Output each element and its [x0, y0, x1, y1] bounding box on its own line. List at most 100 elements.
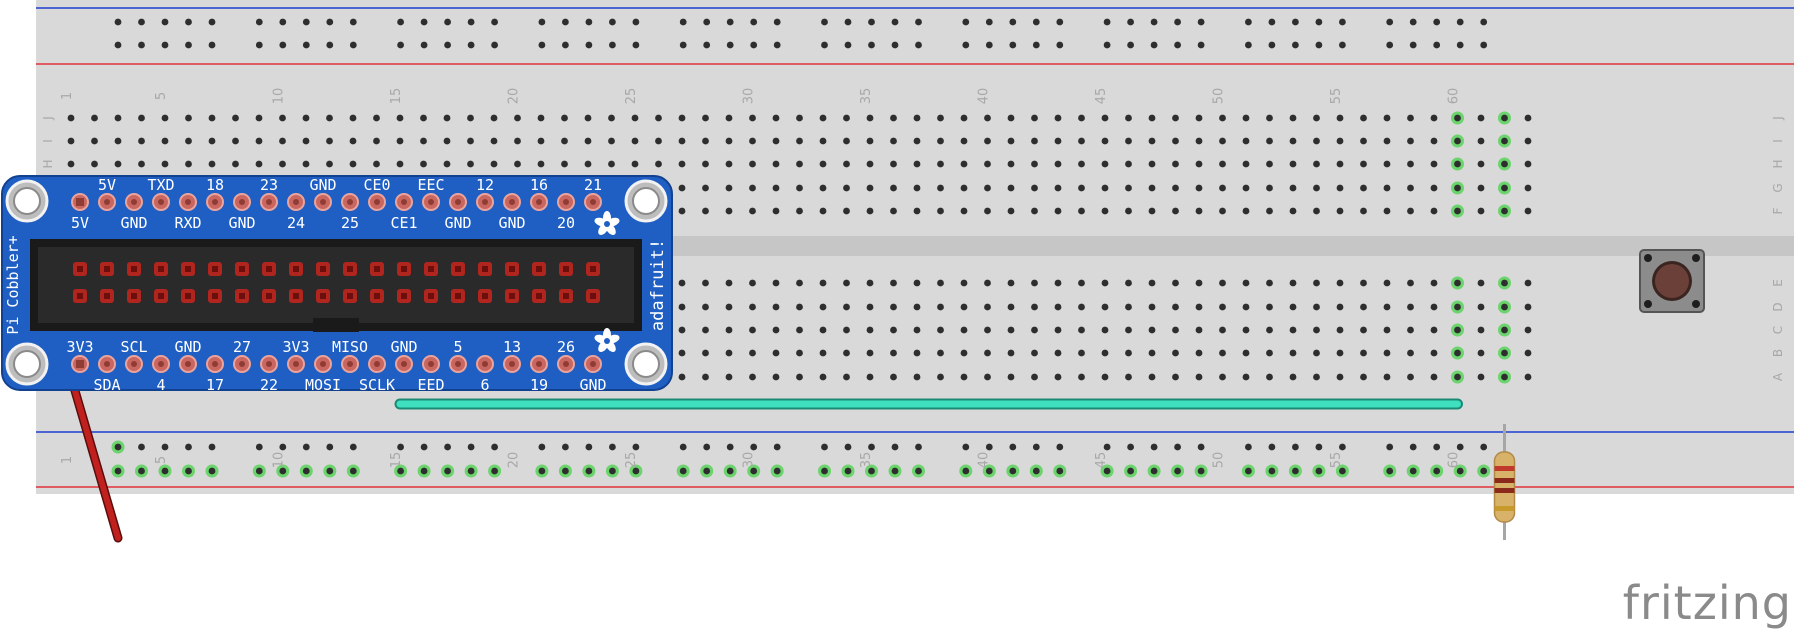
cobbler-pin-label: CE0	[363, 176, 390, 194]
breadboard-hole	[1266, 160, 1273, 168]
breadboard-hole	[960, 349, 968, 357]
breadboard-hole	[1195, 137, 1203, 145]
column-number: 55	[1329, 452, 1344, 469]
breadboard-hole	[678, 160, 686, 168]
rail-hole	[349, 443, 357, 451]
breadboard-hole	[467, 114, 474, 122]
breadboard-hole	[960, 303, 968, 311]
rail-hole	[703, 467, 711, 475]
breadboard-hole	[1078, 184, 1085, 192]
rail-hole	[1197, 18, 1205, 26]
breadboard-hole	[960, 279, 968, 287]
cobbler-pad-hole	[347, 361, 353, 367]
rail-hole	[538, 18, 546, 26]
breadboard-hole	[1289, 373, 1297, 381]
breadboard-hole	[913, 184, 921, 192]
column-number: 45	[1094, 88, 1109, 105]
breadboard-hole	[302, 137, 310, 145]
header-pin-core	[239, 293, 245, 299]
cobbler-pin-label: 20	[557, 214, 575, 232]
breadboard-hole	[1054, 303, 1062, 311]
rail-hole	[538, 41, 546, 49]
breadboard-hole	[373, 160, 380, 168]
row-label: I	[1771, 139, 1785, 143]
breadboard-hole	[1125, 184, 1132, 192]
breadboard-hole	[443, 114, 451, 122]
cobbler-pad-hole	[212, 199, 218, 205]
rail-hole	[420, 18, 428, 26]
breadboard-hole	[1477, 137, 1485, 145]
rail-hole	[349, 41, 357, 49]
breadboard-hole	[749, 137, 756, 145]
breadboard-hole	[1289, 326, 1297, 334]
breadboard-hole	[749, 303, 756, 311]
header-pin-core	[401, 293, 407, 299]
header-pin-core	[482, 293, 488, 299]
breadboard-hole	[1172, 326, 1179, 334]
breadboard-hole	[960, 160, 968, 168]
breadboard-hole	[1336, 114, 1344, 122]
cobbler-pin-label: 19	[530, 376, 548, 394]
header-pin-core	[266, 293, 272, 299]
cobbler-pin-label: GND	[498, 214, 525, 232]
rail-hole	[1409, 443, 1417, 451]
breadboard-hole	[772, 184, 780, 192]
header-pin-core	[536, 293, 542, 299]
rail-hole	[161, 41, 169, 49]
breadboard-hole	[1195, 184, 1203, 192]
column-number: 1	[60, 92, 75, 100]
rail-hole	[1386, 18, 1394, 26]
breadboard-hole	[702, 137, 709, 145]
breadboard-hole	[749, 114, 756, 122]
breadboard-hole	[1195, 114, 1203, 122]
breadboard-hole	[796, 160, 803, 168]
breadboard-hole	[1172, 160, 1179, 168]
breadboard-hole	[631, 160, 639, 168]
breadboard-hole	[67, 160, 75, 168]
breadboard-hole	[1501, 303, 1508, 311]
breadboard-hole	[326, 160, 333, 168]
breadboard-hole	[114, 160, 122, 168]
rail-hole	[562, 41, 569, 49]
breadboard-hole	[1266, 207, 1273, 215]
breadboard-hole	[138, 160, 145, 168]
breadboard-hole	[1477, 207, 1485, 215]
breadboard-hole	[1125, 207, 1132, 215]
breadboard-hole	[1266, 303, 1273, 311]
breadboard-hole	[819, 326, 827, 334]
rail-hole	[726, 18, 734, 26]
rail-hole	[1103, 467, 1111, 475]
breadboard-hole	[161, 137, 169, 145]
breadboard-hole	[1524, 160, 1532, 168]
breadboard-hole	[1195, 279, 1203, 287]
rail-hole	[326, 41, 334, 49]
breadboard-hole	[796, 349, 803, 357]
breadboard-hole	[1148, 373, 1156, 381]
breadboard-hole	[1007, 279, 1015, 287]
header-pin-core	[347, 266, 353, 272]
rail-hole	[185, 467, 192, 475]
breadboard-hole	[796, 114, 803, 122]
rail-hole	[467, 467, 475, 475]
rail-hole	[538, 443, 546, 451]
gpio-header-inner	[38, 247, 634, 323]
header-pin-core	[374, 293, 380, 299]
cobbler-pin-label: 22	[260, 376, 278, 394]
cobbler-pin-label: 12	[476, 176, 494, 194]
breadboard-hole	[443, 137, 451, 145]
rail-hole	[138, 18, 145, 26]
breadboard-hole	[1313, 184, 1320, 192]
breadboard-hole	[678, 303, 686, 311]
breadboard-hole	[1101, 373, 1109, 381]
breadboard-hole	[537, 160, 545, 168]
breadboard-hole	[984, 160, 991, 168]
breadboard-hole	[1148, 160, 1156, 168]
header-pin-core	[293, 266, 299, 272]
breadboard-hole	[91, 137, 98, 145]
breadboard-hole	[1054, 207, 1062, 215]
breadboard-hole	[1172, 279, 1179, 287]
rail-hole	[1268, 18, 1276, 26]
breadboard-hole	[561, 137, 568, 145]
breadboard-hole	[937, 349, 944, 357]
breadboard-hole	[396, 160, 404, 168]
